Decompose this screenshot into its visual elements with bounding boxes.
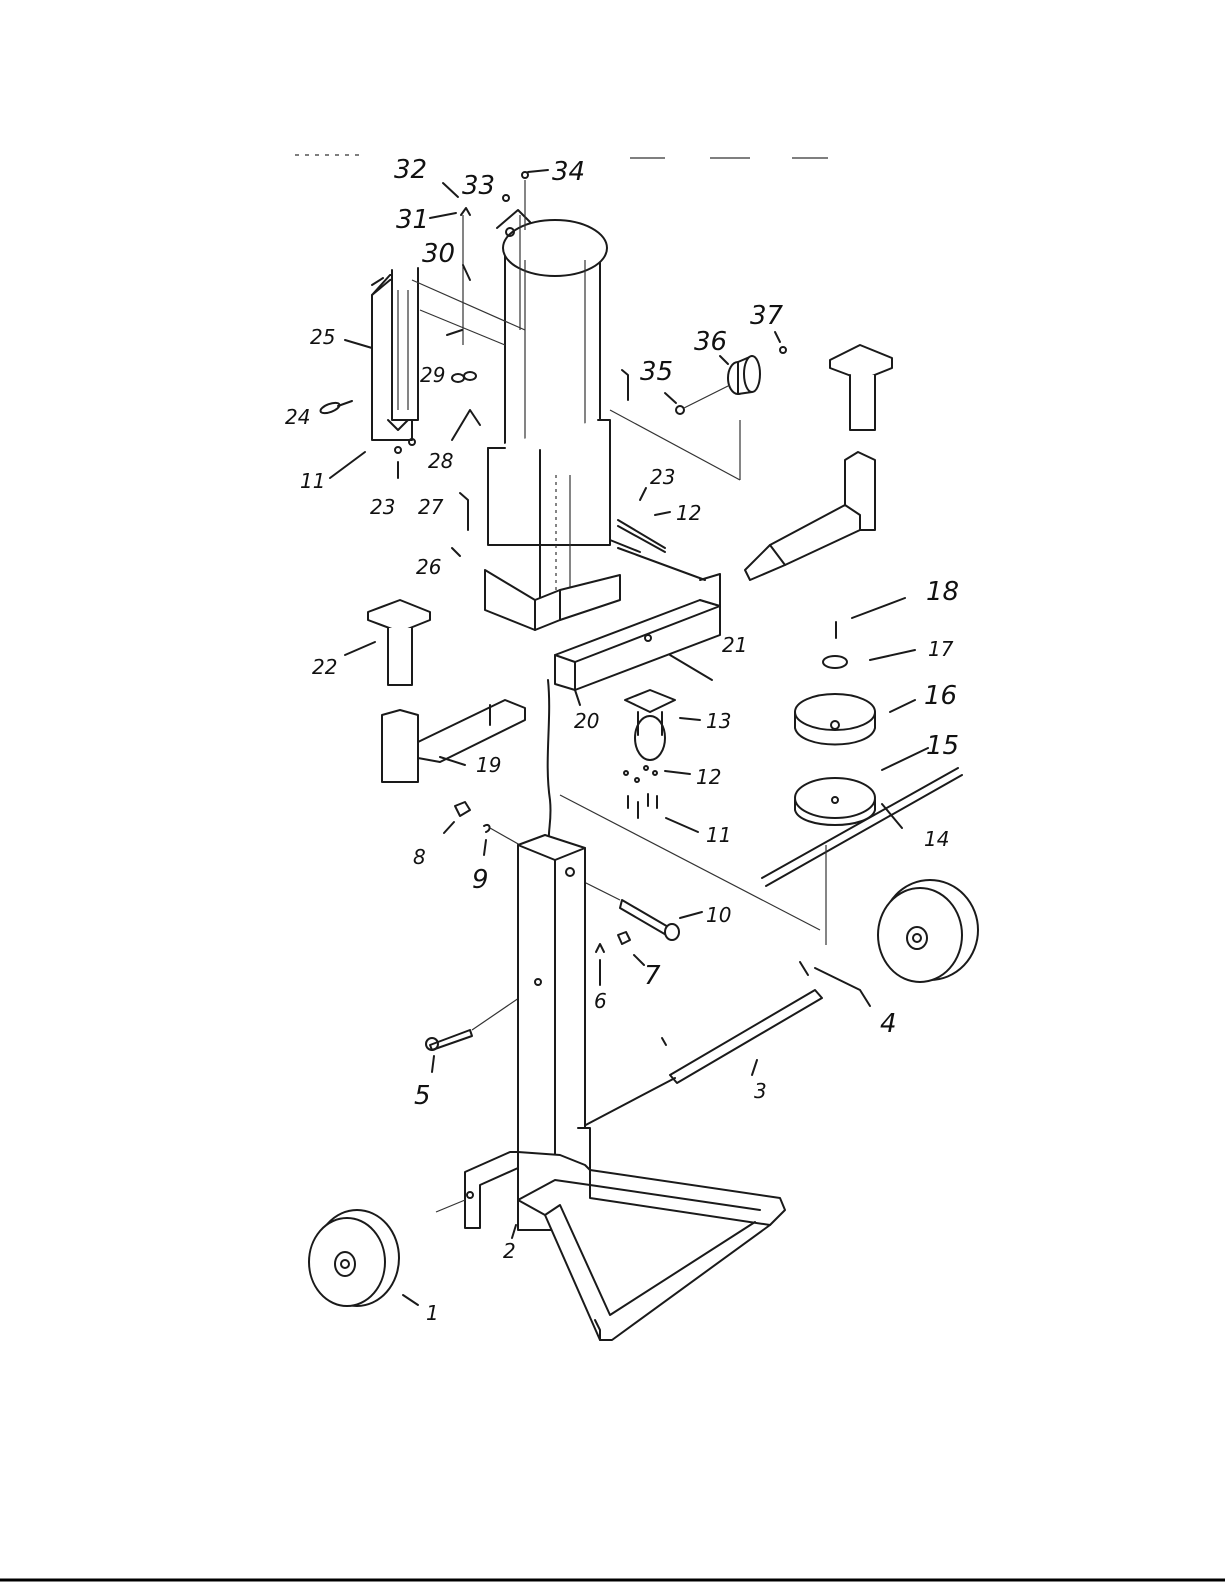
carriage-sleeve bbox=[485, 420, 620, 630]
label-9: 9 bbox=[472, 865, 489, 895]
label-14: 14 bbox=[924, 827, 949, 851]
label-22: 22 bbox=[312, 655, 337, 679]
label-4: 4 bbox=[880, 1009, 897, 1039]
caster-wheel bbox=[625, 690, 675, 760]
label-18: 18 bbox=[926, 577, 959, 607]
label-16: 16 bbox=[924, 681, 957, 711]
label-15: 15 bbox=[926, 731, 959, 761]
label-21: 21 bbox=[722, 633, 747, 657]
cable bbox=[548, 680, 551, 840]
right-wheel bbox=[878, 880, 978, 982]
label-23-left: 23 bbox=[370, 495, 395, 519]
base-frame bbox=[436, 1152, 785, 1340]
label-28: 28 bbox=[428, 449, 453, 473]
label-12-upper: 12 bbox=[676, 501, 701, 525]
label-29: 29 bbox=[420, 363, 445, 387]
upper-spring bbox=[618, 520, 665, 552]
label-31: 31 bbox=[396, 205, 429, 235]
label-1: 1 bbox=[426, 1301, 439, 1325]
label-11-lower: 11 bbox=[706, 823, 731, 847]
label-19: 19 bbox=[476, 753, 501, 777]
label-6: 6 bbox=[594, 989, 607, 1013]
label-36: 36 bbox=[694, 327, 727, 357]
label-34: 34 bbox=[552, 157, 585, 187]
label-26: 26 bbox=[416, 555, 441, 579]
label-5: 5 bbox=[414, 1081, 431, 1111]
label-12-lower: 12 bbox=[696, 765, 721, 789]
label-17: 17 bbox=[928, 637, 954, 661]
label-13: 13 bbox=[706, 709, 731, 733]
label-10: 10 bbox=[706, 903, 731, 927]
label-32: 32 bbox=[394, 155, 427, 185]
left-wheel bbox=[309, 1210, 399, 1306]
caster-hardware bbox=[624, 766, 657, 818]
mount-bracket bbox=[372, 268, 418, 440]
label-3: 3 bbox=[754, 1079, 767, 1103]
label-35: 35 bbox=[640, 357, 673, 387]
label-25: 25 bbox=[310, 325, 335, 349]
label-8: 8 bbox=[413, 845, 426, 869]
label-27: 27 bbox=[418, 495, 444, 519]
pin-4 bbox=[815, 968, 870, 1006]
label-2: 2 bbox=[503, 1239, 516, 1263]
label-20: 20 bbox=[574, 709, 599, 733]
pin-4-tick bbox=[800, 962, 808, 975]
label-33: 33 bbox=[462, 171, 495, 201]
label-37: 37 bbox=[750, 301, 784, 331]
label-24: 24 bbox=[285, 405, 310, 429]
label-11-upper: 11 bbox=[300, 469, 325, 493]
label-23-right: 23 bbox=[650, 465, 675, 489]
label-7: 7 bbox=[644, 961, 661, 991]
cross-arm-tube bbox=[555, 540, 720, 690]
right-pad-leg bbox=[745, 345, 892, 580]
label-30: 30 bbox=[422, 239, 455, 269]
wheel-cap-stack bbox=[795, 622, 875, 825]
gas-strut bbox=[580, 990, 822, 1128]
